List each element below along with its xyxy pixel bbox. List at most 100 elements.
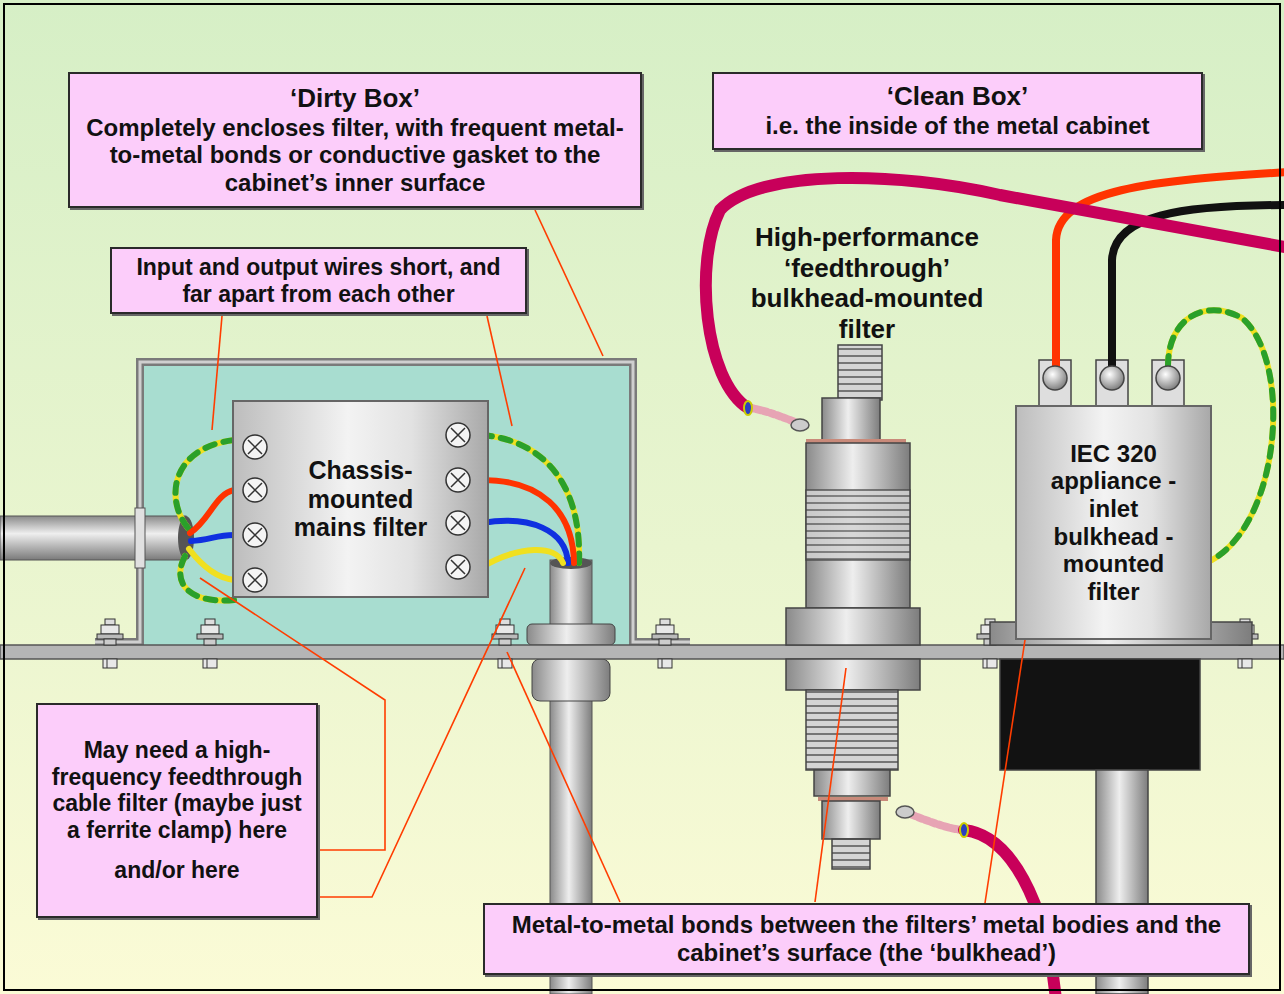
output-wires [482,435,579,563]
terminal-screw [248,528,262,542]
terminal-screw [243,523,267,547]
iec-inlet [1096,360,1128,407]
feedthrough-filter [806,690,898,770]
terminal-screw [446,468,470,492]
bulkhead-plate [0,645,1284,659]
feedthrough-filter [806,443,910,608]
output-wires [482,550,563,567]
leader-line [985,640,1025,903]
callout-box: ‘Dirty Box’Completely encloses filter, w… [68,72,642,208]
terminal-screw [243,435,267,459]
part-label: Chassis- mounted mains filter [278,456,443,542]
input-wires [180,556,234,601]
terminal-screw [243,478,267,502]
terminal-screw [248,573,262,587]
iec-inlet [1152,360,1184,407]
callout-heading: ‘Clean Box’ [887,82,1029,112]
terminal-screw [243,435,267,459]
terminal-screw [243,568,267,592]
iec-terminal [1043,366,1180,390]
terminal-screw [446,511,470,535]
feedthrough-filter [814,770,890,796]
feedthrough-filter [786,608,920,645]
terminal-screw [446,555,470,579]
input-wires [189,549,234,580]
callout-text: Metal-to-metal bonds between the filters… [493,911,1240,966]
iec-terminal [1156,366,1180,390]
feedthrough-filter [822,801,880,839]
leader-line [535,210,603,356]
terminal-screw [451,473,465,487]
input-wires [180,556,234,601]
terminal-screw [446,423,470,447]
callout-box: ‘Clean Box’i.e. the inside of the metal … [712,72,1203,150]
iec-inlet [1039,360,1071,407]
leader-line [487,316,512,426]
callout-box: May need a high- frequency feedthrough c… [36,703,318,918]
screened-cable [791,419,809,431]
dirty-box-enclosure [95,362,690,642]
leader-line [212,316,222,430]
dirty-box-enclosure [95,362,690,645]
part-label: IEC 320 appliance -inlet bulkhead -mount… [1035,440,1192,606]
feedthrough-filter [786,345,920,869]
terminal-screw [248,483,262,497]
input-cable [0,508,194,568]
frame [4,4,1280,990]
terminal-screw [248,440,262,454]
iec-terminal [1043,366,1067,390]
terminal-screw [446,555,470,579]
callout-heading: ‘Dirty Box’ [290,84,420,114]
screened-cable [706,178,1284,408]
bolt [197,619,223,668]
iec-terminal [1100,366,1124,390]
leader-line [815,668,846,902]
input-wires [191,535,234,541]
leader-line [507,652,620,902]
callout-text: Input and output wires short, and far ap… [120,254,517,307]
output-gland-cable [527,624,615,645]
screened-cable [706,178,1284,994]
terminal-screw [243,523,267,547]
input-wires [175,440,234,601]
terminal-screw [446,511,470,535]
terminal-screw [243,478,267,502]
input-wires [190,490,234,533]
terminal-screw [451,560,465,574]
mains-filter-body: Chassis- mounted mains filter [232,400,489,598]
screened-cable [960,823,968,837]
screened-cable [744,401,752,415]
screened-cable [896,806,914,818]
feedthrough-filter [786,659,920,690]
feedthrough-filter [832,839,870,869]
callout-text: Completely encloses filter, with frequen… [78,114,632,197]
callout-text: May need a high- frequency feedthrough c… [46,737,308,843]
output-gland-cable [532,659,610,701]
leader-line [320,568,525,897]
bolt [652,619,678,668]
feedthrough-filter [838,345,882,400]
terminal-screw [446,468,470,492]
terminal-screw [451,428,465,442]
iec-filter-body: IEC 320 appliance -inlet bulkhead -mount… [1015,405,1212,640]
input-cable [135,508,145,568]
callout-box: Input and output wires short, and far ap… [110,247,527,314]
terminal-screw [451,516,465,530]
callout-box: Metal-to-metal bonds between the filters… [483,903,1250,975]
dirty-box-enclosure [95,362,690,642]
terminal-screw [446,423,470,447]
iec-wires [1056,172,1284,366]
output-wires [482,435,579,563]
input-cable [0,516,186,560]
feedthrough-filter [822,398,880,440]
iec-inlet [1000,659,1200,770]
bolt [492,619,518,668]
callout-text: i.e. the inside of the metal cabinet [765,112,1149,140]
bolt [97,619,123,668]
callout-text: and/or here [114,857,239,883]
part-label: High-performance ‘feedthrough’ bulkhead-… [720,222,1014,345]
feedthrough-filter [806,490,910,560]
